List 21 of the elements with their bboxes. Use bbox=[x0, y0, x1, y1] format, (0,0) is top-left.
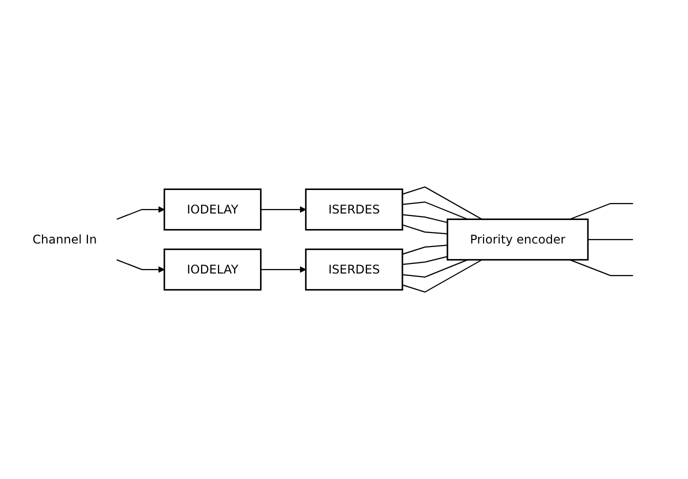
node-text: Channel In bbox=[32, 232, 97, 246]
connector bbox=[570, 259, 633, 276]
arrow bbox=[116, 206, 165, 220]
arrow bbox=[116, 259, 165, 273]
arrow bbox=[260, 266, 306, 273]
node-box: ISERDES bbox=[305, 188, 404, 230]
connector bbox=[588, 238, 633, 240]
connector bbox=[402, 256, 448, 265]
node-box: Priority encoder bbox=[446, 218, 589, 260]
connector bbox=[402, 214, 448, 223]
arrow bbox=[260, 206, 306, 213]
connector bbox=[402, 201, 468, 220]
connector bbox=[402, 224, 448, 234]
node-box: ISERDES bbox=[305, 248, 404, 291]
connector bbox=[402, 186, 482, 220]
connector bbox=[570, 202, 633, 220]
connector bbox=[402, 244, 448, 255]
connector bbox=[402, 259, 468, 278]
connector bbox=[402, 259, 482, 293]
node-box: IODELAY bbox=[164, 188, 262, 230]
node-box: IODELAY bbox=[164, 248, 262, 291]
